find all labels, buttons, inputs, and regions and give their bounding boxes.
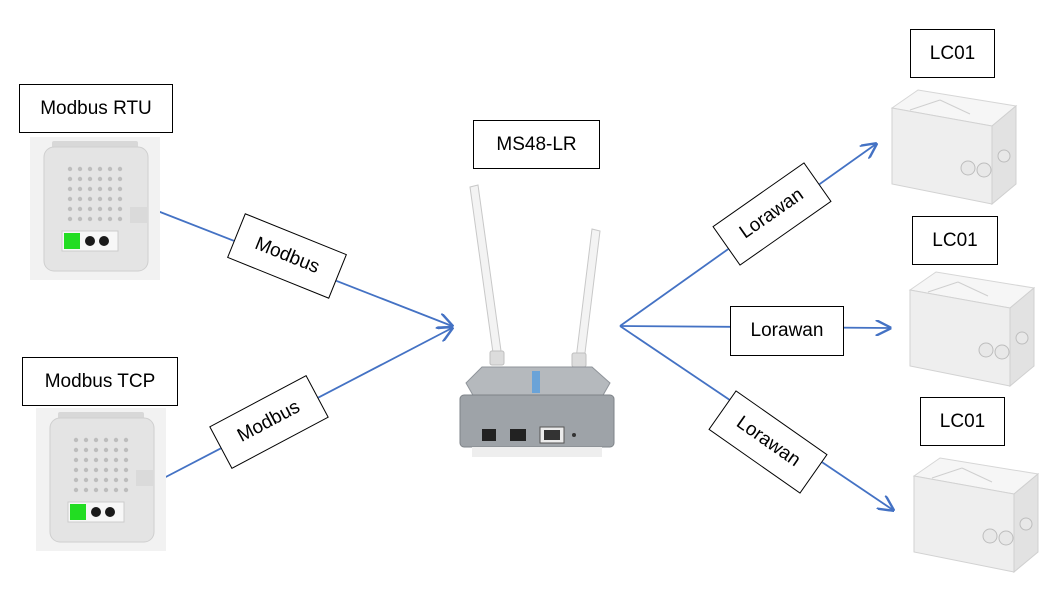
lc01-label-bottom: LC01 xyxy=(920,397,1005,446)
lc01-label-top: LC01 xyxy=(910,29,995,78)
modbus-rtu-label: Modbus RTU xyxy=(19,84,173,133)
ms48-lr-gateway-image xyxy=(459,184,615,457)
lc01-label-middle: LC01 xyxy=(912,216,998,265)
modbus-tcp-sensor-image xyxy=(36,408,166,551)
modbus-rtu-sensor-image xyxy=(30,137,160,280)
lc01-device-image-bottom xyxy=(912,457,1040,574)
lc01-device-image-top xyxy=(890,89,1018,206)
edge-label-lorawan-middle: Lorawan xyxy=(730,306,844,356)
lc01-device-image-middle xyxy=(908,271,1036,388)
ms48-lr-label: MS48-LR xyxy=(473,120,600,169)
modbus-tcp-label: Modbus TCP xyxy=(22,357,178,406)
